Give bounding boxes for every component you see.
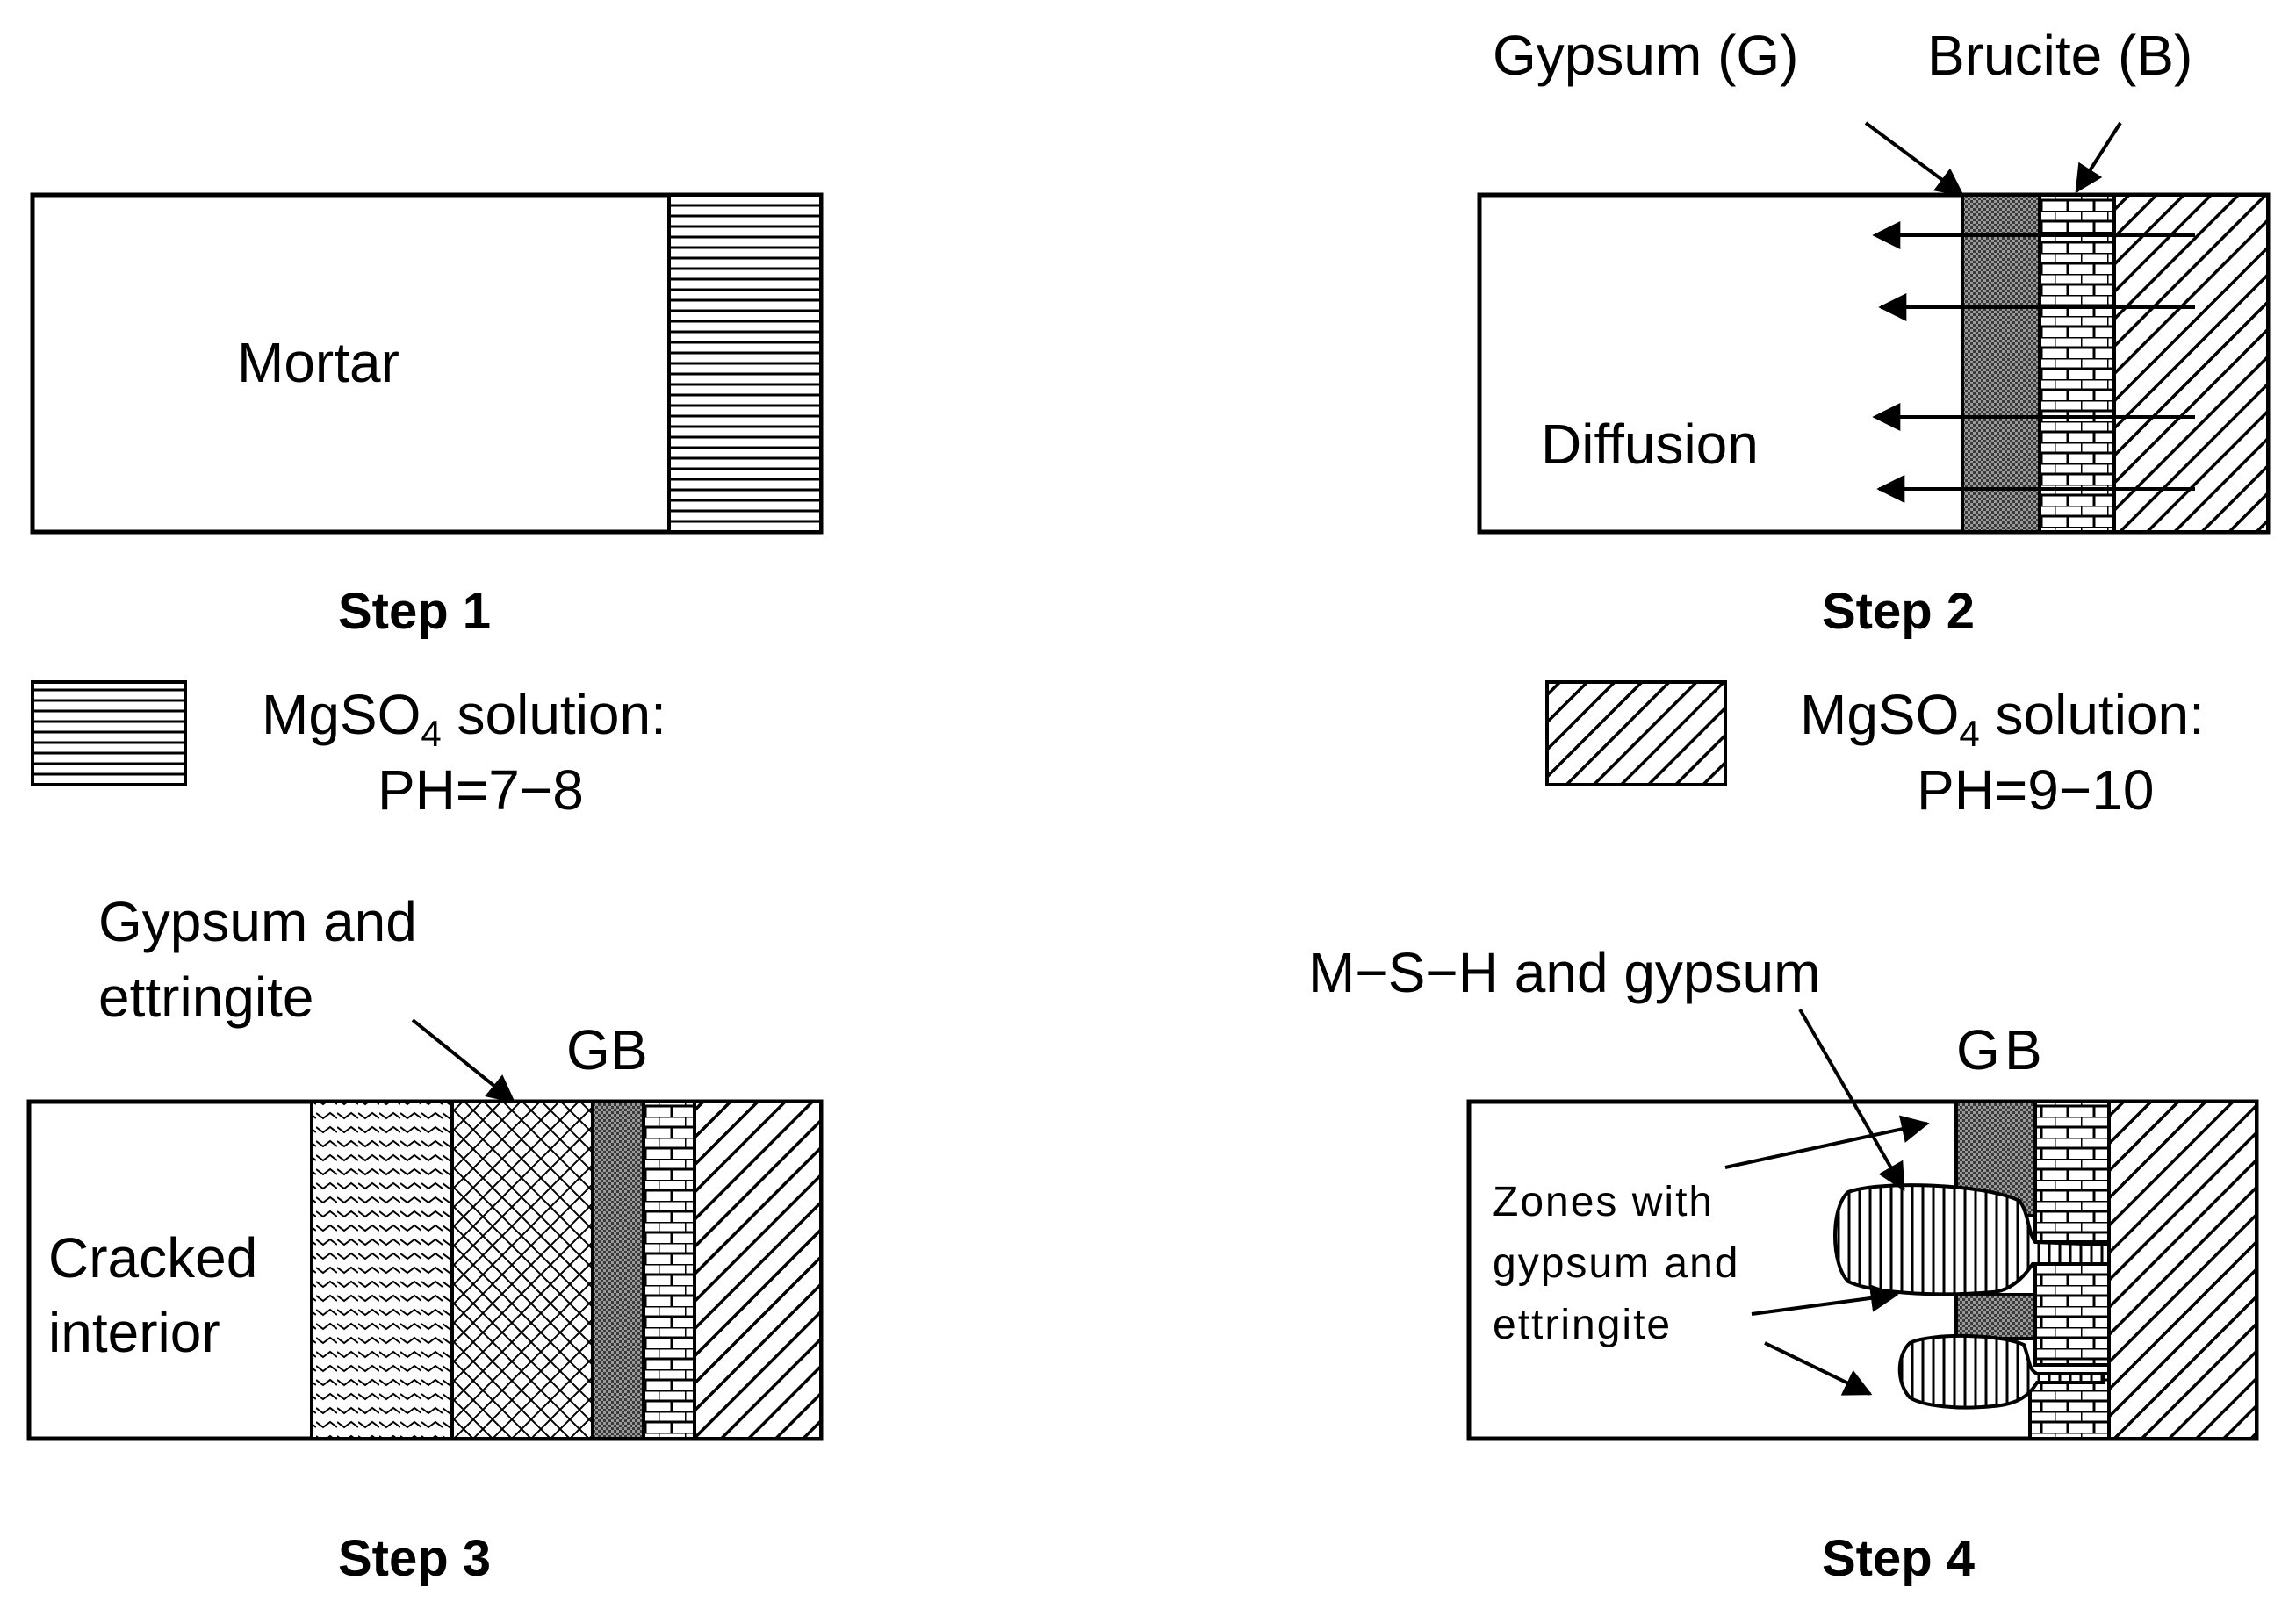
step3-pointer-arrow (411, 1018, 516, 1103)
step3-g-label: G (566, 1018, 610, 1081)
legend-right-ph: PH=9−10 (1917, 758, 2154, 822)
step3-panel: Gypsum and ettringite G B Cracked interi… (26, 890, 824, 1587)
step3-label: Step 3 (338, 1530, 491, 1587)
step4-zones-arrow-2 (1751, 1284, 1899, 1316)
step3-gypsum-ettringite-label-line2: ettringite (98, 966, 313, 1029)
step3-gypsum-ettringite-zone (450, 1100, 594, 1440)
step4-brucite-layer-mid (2033, 1258, 2111, 1367)
step4-zones-label-line1: Zones with (1493, 1179, 1714, 1225)
step4-label: Step 4 (1822, 1530, 1975, 1587)
legend-left-ph: PH=7−8 (378, 758, 584, 822)
legend-left: MgSO4 solution: PH=7−8 (31, 680, 666, 822)
legend-right-swatch (1545, 680, 1727, 786)
step4-gypsum-layer-bottom (1954, 1293, 2037, 1340)
step2-brucite-layer (2038, 193, 2116, 534)
step2-gypsum-label: Gypsum (G) (1493, 24, 1798, 87)
step4-zones-label-line2: gypsum and (1493, 1240, 1740, 1287)
step2-panel: Diffusion Gypsum (G) Brucite (B) Step 2 (1477, 24, 2271, 640)
step3-solution-zone (693, 1100, 823, 1440)
step4-msh-blob-lower (1897, 1334, 2105, 1410)
step1-solution-zone (667, 193, 823, 534)
step4-b-label: B (2005, 1018, 2042, 1081)
step3-cracked-label-line2: interior (48, 1301, 220, 1364)
step4-g-label: G (1956, 1018, 2000, 1081)
step3-cracked-zone (310, 1100, 454, 1440)
step3-gypsum-ettringite-label-line1: Gypsum and (98, 890, 417, 953)
step4-panel: M−S−H and gypsum G B Zones with gypsum a… (1308, 941, 2259, 1587)
legend-right: MgSO4 solution: PH=9−10 (1545, 680, 2205, 822)
step4-msh-pointer-arrow (1798, 1009, 1905, 1192)
step4-brucite-layer-top (2033, 1100, 2111, 1244)
legend-right-formula: MgSO4 solution: (1800, 683, 2205, 754)
legend-left-formula: MgSO4 solution: (262, 683, 666, 754)
gypsum-pointer-arrow (1864, 121, 1965, 197)
brucite-pointer-arrow (2075, 121, 2122, 194)
step4-solution-zone (2107, 1100, 2258, 1440)
step3-b-label: B (610, 1018, 648, 1081)
legend-left-swatch (31, 680, 187, 786)
step1-mortar-label: Mortar (237, 331, 399, 394)
step4-zones-arrow-1 (1724, 1115, 1930, 1169)
step3-cracked-label-line1: Cracked (48, 1226, 257, 1289)
step3-gypsum-layer (591, 1100, 645, 1440)
step1-label: Step 1 (338, 583, 491, 640)
step2-brucite-label: Brucite (B) (1927, 24, 2192, 87)
step3-brucite-layer (642, 1100, 696, 1440)
step2-gypsum-layer (1961, 193, 2041, 534)
step2-label: Step 2 (1822, 583, 1975, 640)
step1-panel: Mortar Step 1 (30, 192, 824, 640)
step4-msh-blob-upper (1833, 1183, 2111, 1296)
step2-diffusion-label: Diffusion (1541, 413, 1759, 476)
step4-zones-label-line3: ettringite (1493, 1302, 1672, 1348)
step4-msh-label: M−S−H and gypsum (1308, 941, 1820, 1004)
step2-solution-zone (2112, 193, 2270, 534)
step4-zones-arrow-3 (1764, 1341, 1873, 1396)
